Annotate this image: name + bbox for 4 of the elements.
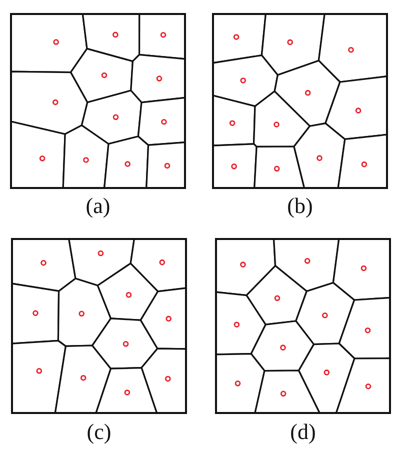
panel-label: (b): [287, 192, 313, 220]
panel-label: (a): [86, 192, 110, 220]
panel-label: (c): [86, 418, 112, 446]
panel-label: (d): [290, 418, 316, 446]
